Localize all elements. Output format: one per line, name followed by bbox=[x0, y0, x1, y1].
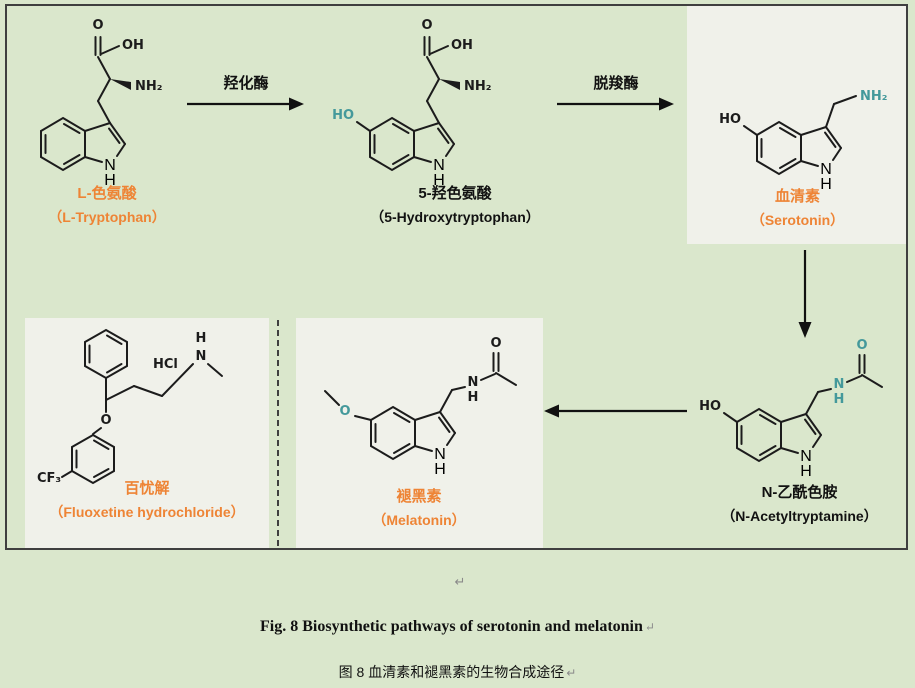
atom-label-ho: HO bbox=[719, 112, 741, 127]
atom-label-amide-n: N bbox=[834, 377, 845, 392]
melatonin-highlight-panel bbox=[296, 318, 543, 548]
figure-caption-cn: 图 8 血清素和褪黑素的生物合成途径↵ bbox=[0, 662, 915, 682]
atom-label-oh: OH bbox=[122, 38, 144, 53]
label-hydroxytryptophan-en: （5-Hydroxytryptophan） bbox=[370, 209, 540, 225]
label-ltryptophan-en: （L-Tryptophan） bbox=[48, 209, 166, 225]
atom-label-amide-n: N bbox=[468, 375, 479, 390]
fluoxetine-structure: N H HCl O CF₃ bbox=[37, 328, 223, 486]
label-serotonin-cn: 血清素 bbox=[774, 188, 820, 205]
arrow-decarboxylase-step bbox=[557, 97, 674, 111]
acetyltryptamine-structure: HO N H O bbox=[699, 338, 883, 481]
label-acetyltryptamine-en: （N-Acetyltryptamine） bbox=[721, 508, 878, 524]
melatonin-structure: O N H O bbox=[324, 336, 517, 479]
label-melatonin-cn: 褪黑素 bbox=[396, 488, 442, 505]
atom-label-o: O bbox=[92, 18, 103, 33]
enzyme-label-hydroxylase: 羟化酶 bbox=[223, 75, 269, 92]
atom-label-amine-h: H bbox=[196, 331, 207, 346]
serotonin-highlight-panel bbox=[687, 6, 906, 244]
atom-label-nh2: NH₂ bbox=[135, 79, 162, 94]
dashed-divider bbox=[277, 320, 279, 546]
label-ltryptophan-cn: L-色氨酸 bbox=[77, 185, 137, 202]
atom-label-o: O bbox=[490, 336, 501, 351]
hydroxytryptophan-structure: HO O OH NH₂ bbox=[332, 18, 491, 190]
arrow-serotonin-to-acetyl bbox=[798, 250, 812, 338]
atom-label-nh2: NH₂ bbox=[464, 79, 491, 94]
figure-caption-cn-text: 图 8 血清素和褪黑素的生物合成途径 bbox=[338, 664, 565, 680]
pathway-box: O OH NH₂ 羟化酶 HO O OH NH₂ 脱羧酶 HO bbox=[5, 4, 908, 550]
arrow-hydroxylase-step bbox=[187, 97, 304, 111]
arrow-acetyl-to-melatonin bbox=[544, 404, 687, 418]
atom-label-amine-n: N bbox=[196, 349, 207, 364]
label-melatonin-en: （Melatonin） bbox=[372, 512, 466, 528]
stereo-wedge-bond bbox=[110, 79, 131, 90]
paragraph-mark: ↵ bbox=[454, 574, 466, 589]
atom-label-ether-o: O bbox=[100, 413, 111, 428]
atom-label-o: O bbox=[856, 338, 867, 353]
paragraph-mark: ↵ bbox=[566, 666, 577, 680]
stereo-wedge-bond bbox=[439, 79, 460, 90]
atom-label-nh2: NH₂ bbox=[860, 89, 887, 104]
serotonin-structure: HO NH₂ bbox=[719, 89, 887, 194]
label-fluoxetine-en: （Fluoxetine hydrochloride） bbox=[49, 504, 245, 520]
label-hydroxytryptophan-cn: 5-羟色氨酸 bbox=[418, 185, 492, 202]
label-acetyltryptamine-cn: N-乙酰色胺 bbox=[761, 484, 838, 501]
ltryptophan-structure: O OH NH₂ bbox=[40, 18, 162, 190]
atom-label-amide-h: H bbox=[834, 392, 845, 407]
label-fluoxetine-cn: 百忧解 bbox=[124, 480, 170, 497]
atom-label-amide-h: H bbox=[468, 390, 479, 405]
fluoxetine-highlight-panel bbox=[25, 318, 269, 548]
atom-label-ho: HO bbox=[332, 108, 354, 123]
figure-caption-en-text: Fig. 8 Biosynthetic pathways of serotoni… bbox=[260, 618, 643, 635]
paragraph-mark: ↵ bbox=[644, 620, 655, 634]
figure-caption-en: Fig. 8 Biosynthetic pathways of serotoni… bbox=[0, 618, 915, 636]
atom-label-o: O bbox=[421, 18, 432, 33]
atom-label-hcl: HCl bbox=[153, 357, 178, 372]
atom-label-methoxy-o: O bbox=[339, 404, 350, 419]
atom-label-cf3: CF₃ bbox=[37, 471, 61, 486]
label-serotonin-en: （Serotonin） bbox=[750, 212, 845, 228]
atom-label-oh: OH bbox=[451, 38, 473, 53]
enzyme-label-decarboxylase: 脱羧酶 bbox=[593, 75, 639, 92]
atom-label-ho: HO bbox=[699, 399, 721, 414]
